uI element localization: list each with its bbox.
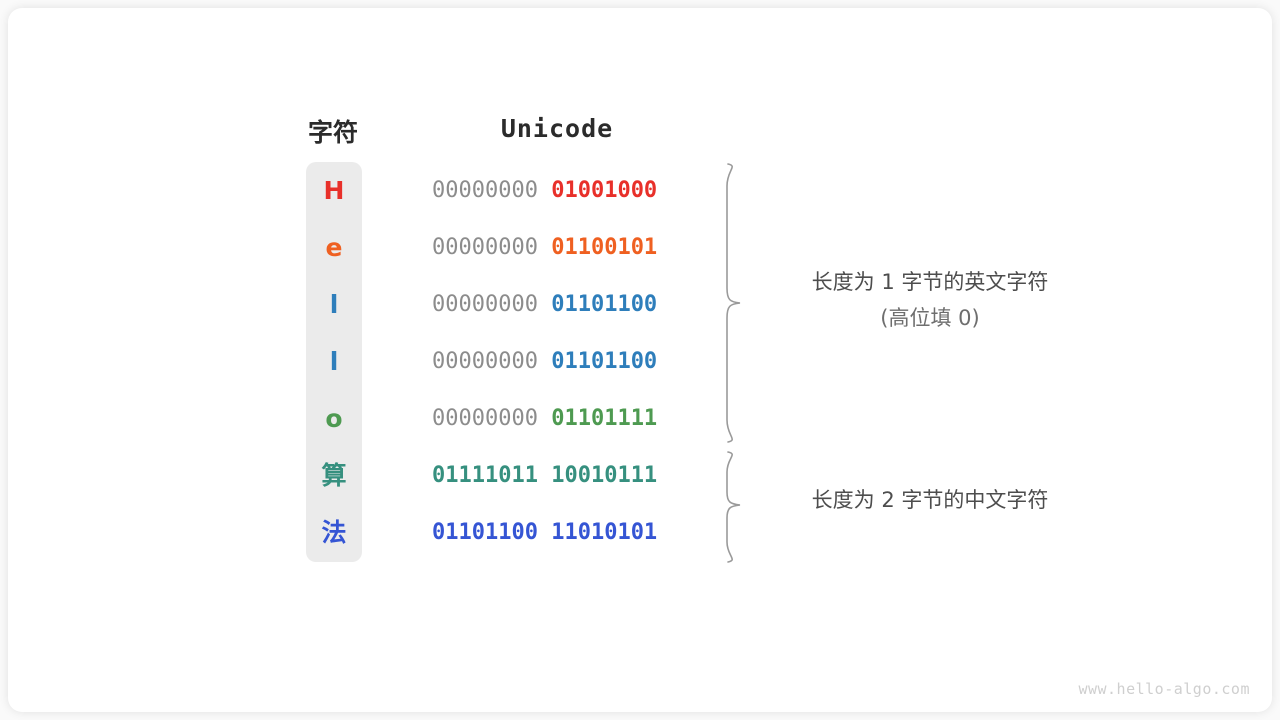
character-column-panel [306,162,362,562]
row-unicode-bits: 00000000 01101111 [432,390,657,447]
row-unicode-bits: 00000000 01100101 [432,219,657,276]
brace-one-byte [726,163,741,443]
row-low-byte: 11010101 [551,520,658,545]
row-unicode-bits: 01111011 10010111 [432,447,657,504]
row-character: o [325,404,343,433]
row-low-byte: 01001000 [551,178,658,203]
row-unicode-bits: 00000000 01001000 [432,162,657,219]
column-header-char: 字符 [307,118,358,147]
annotation-one-byte-line1: 长度为 1 字节的英文字符 [811,270,1049,294]
row-low-byte: 01101100 [551,292,658,317]
row-high-byte: 01101100 [432,520,538,545]
row-high-byte: 00000000 [432,178,538,203]
row-high-byte: 01111011 [432,463,538,488]
row-character: e [325,233,343,262]
row-unicode-bits: 00000000 01101100 [432,276,657,333]
row-unicode-bits: 01101100 11010101 [432,504,657,561]
row-high-byte: 00000000 [432,292,538,317]
row-high-byte: 00000000 [432,235,538,260]
column-header-unicode: Unicode [500,114,614,143]
annotation-one-byte-line2: (高位填 0) [880,306,980,330]
row-character: 算 [321,461,347,490]
annotation-two-byte: 长度为 2 字节的中文字符 [760,482,1100,518]
row-character: l [329,290,339,319]
row-low-byte: 01101100 [551,349,658,374]
annotation-one-byte: 长度为 1 字节的英文字符 (高位填 0) [760,264,1100,336]
row-low-byte: 01100101 [551,235,658,260]
row-character: 法 [321,518,347,547]
row-character: l [329,347,339,376]
brace-two-byte [726,451,741,563]
row-low-byte: 10010111 [551,463,658,488]
row-low-byte: 01101111 [551,406,658,431]
row-character: H [323,176,345,205]
row-unicode-bits: 00000000 01101100 [432,333,657,390]
row-high-byte: 00000000 [432,406,538,431]
annotation-two-byte-line1: 长度为 2 字节的中文字符 [811,488,1049,512]
watermark: www.hello-algo.com [1078,680,1250,698]
figure-card [8,8,1272,712]
row-high-byte: 00000000 [432,349,538,374]
